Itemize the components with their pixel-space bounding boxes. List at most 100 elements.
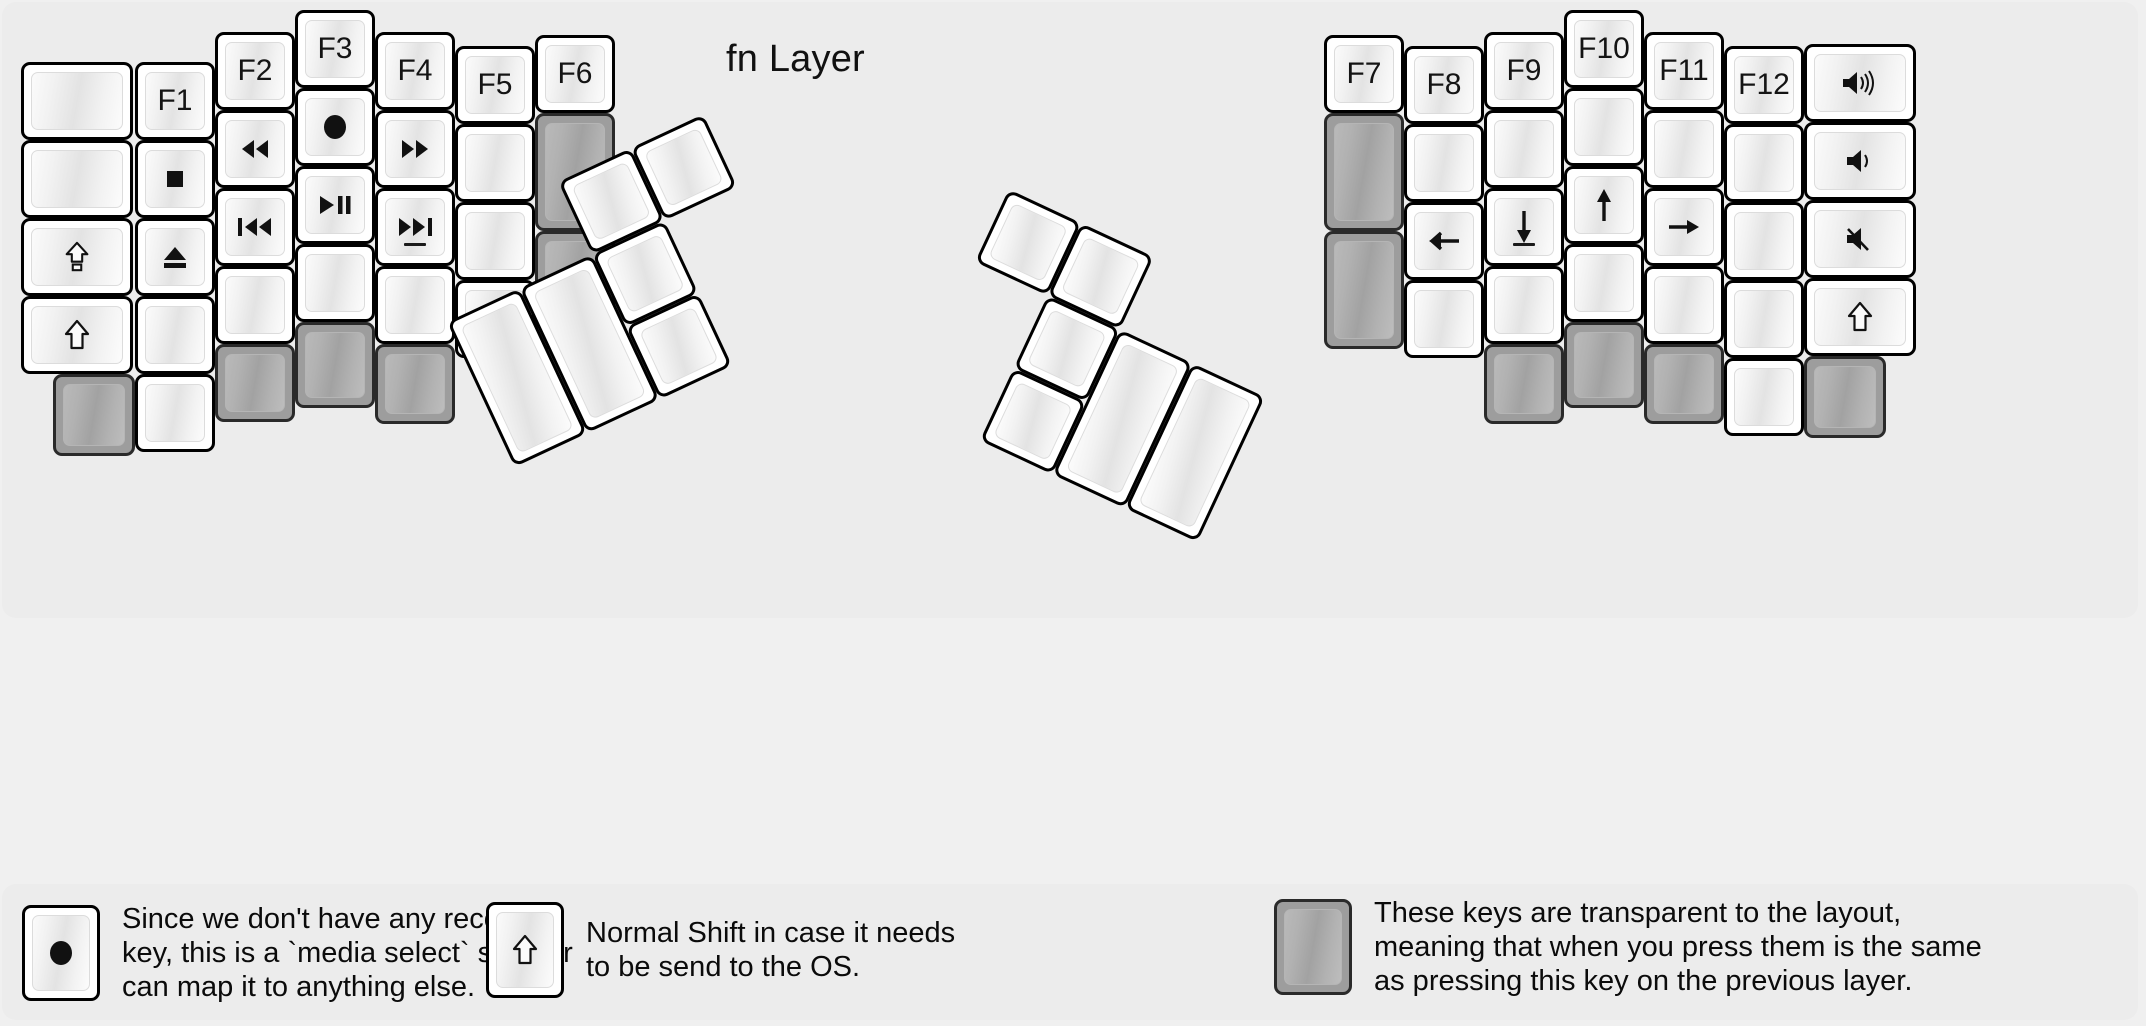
- left-index-inner-r3[interactable]: [455, 202, 535, 280]
- key-label: F5: [477, 68, 513, 101]
- left-media-eject[interactable]: [135, 218, 215, 296]
- volume-up-icon: [1839, 68, 1881, 98]
- left-shift[interactable]: [21, 296, 133, 374]
- shift-icon: [64, 319, 90, 351]
- right-middle-r4[interactable]: [1564, 244, 1644, 322]
- left-media-fast-forward[interactable]: [375, 110, 455, 188]
- left-key-f3[interactable]: F3: [295, 10, 375, 88]
- right-key-f10[interactable]: F10: [1564, 10, 1644, 88]
- right-thumb-cluster: [834, 189, 1265, 660]
- left-media-record[interactable]: [295, 88, 375, 166]
- left-pinky-r4[interactable]: [135, 296, 215, 374]
- right-ring-r2[interactable]: [1644, 110, 1724, 188]
- right-middle-r2[interactable]: [1564, 88, 1644, 166]
- right-key-f9[interactable]: F9: [1484, 32, 1564, 110]
- key-label: F11: [1659, 54, 1709, 87]
- arrow-up-icon: [1591, 186, 1617, 224]
- page-title: fn Layer: [726, 38, 865, 80]
- left-media-rewind[interactable]: [215, 110, 295, 188]
- legend-text-shift: Normal Shift in case it needs to be send…: [586, 916, 956, 983]
- left-index-r5-transparent[interactable]: [375, 344, 455, 424]
- left-middle-r5-transparent[interactable]: [295, 322, 375, 408]
- left-index-inner-r2[interactable]: [455, 124, 535, 202]
- key-label: F10: [1578, 32, 1630, 65]
- left-media-next-track[interactable]: [375, 188, 455, 266]
- right-pinky-outer-r5-transparent[interactable]: [1804, 356, 1886, 438]
- right-volume-up[interactable]: [1804, 44, 1916, 122]
- right-key-f7[interactable]: F7: [1324, 35, 1404, 113]
- right-index-inner-r4[interactable]: [1404, 280, 1484, 358]
- right-pinky-r2[interactable]: [1724, 124, 1804, 202]
- right-pinky-r5[interactable]: [1724, 358, 1804, 436]
- right-arrow-right[interactable]: [1644, 188, 1724, 266]
- key-label: F12: [1738, 68, 1790, 101]
- left-media-stop[interactable]: [135, 140, 215, 218]
- left-key-f1[interactable]: F1: [135, 62, 215, 140]
- arrow-right-icon: [1665, 214, 1703, 240]
- right-pinky-r3[interactable]: [1724, 202, 1804, 280]
- legend-key-record[interactable]: [22, 905, 100, 1002]
- left-ring-r5-transparent[interactable]: [215, 344, 295, 422]
- rewind-icon: [237, 137, 273, 161]
- shift-icon: [512, 934, 538, 966]
- stop-icon: [162, 166, 188, 192]
- key-label: F8: [1426, 68, 1462, 101]
- key-label: F3: [317, 32, 353, 65]
- play-pause-icon: [316, 193, 354, 217]
- right-pinky-r4[interactable]: [1724, 280, 1804, 358]
- left-key-f4[interactable]: F4: [375, 32, 455, 110]
- right-volume-down[interactable]: [1804, 122, 1916, 200]
- key-label: F1: [157, 84, 193, 117]
- right-index-r2[interactable]: [1484, 110, 1564, 188]
- record-icon: [321, 113, 349, 141]
- right-key-f8[interactable]: F8: [1404, 46, 1484, 124]
- left-key-f2[interactable]: F2: [215, 32, 295, 110]
- left-key-f5[interactable]: F5: [455, 46, 535, 124]
- right-middle-r5-transparent[interactable]: [1564, 322, 1644, 408]
- right-arrow-up[interactable]: [1564, 166, 1644, 244]
- left-key-f6[interactable]: F6: [535, 35, 615, 113]
- right-ring-r5-transparent[interactable]: [1644, 344, 1724, 424]
- prev-track-icon: [235, 215, 275, 239]
- home-row-indicator: [404, 243, 426, 246]
- caps-lock-icon: [64, 241, 90, 273]
- legend-key-transparent[interactable]: [1274, 899, 1352, 996]
- legend-item-shift: Normal Shift in case it needs to be send…: [486, 902, 955, 998]
- next-track-icon: [395, 215, 435, 239]
- legend-text-transparent: These keys are transparent to the layout…: [1374, 897, 1982, 998]
- right-key-f12[interactable]: F12: [1724, 46, 1804, 124]
- left-media-play-pause[interactable]: [295, 166, 375, 244]
- right-key-f11[interactable]: F11: [1644, 32, 1724, 110]
- shift-icon: [1847, 301, 1873, 333]
- right-shift[interactable]: [1804, 278, 1916, 356]
- left-media-prev-track[interactable]: [215, 188, 295, 266]
- left-pinky-r5[interactable]: [135, 374, 215, 452]
- left-pinky-outer-r5-transparent[interactable]: [53, 374, 135, 456]
- right-arrow-left[interactable]: [1404, 202, 1484, 280]
- legend-item-transparent: These keys are transparent to the layout…: [1274, 896, 1982, 999]
- key-label: F2: [237, 54, 273, 87]
- record-icon: [47, 939, 75, 967]
- left-caps-lock[interactable]: [21, 218, 133, 296]
- right-arrow-down[interactable]: [1484, 188, 1564, 266]
- keyboard-panel: fn Layer: [2, 2, 2138, 618]
- right-ring-r4[interactable]: [1644, 266, 1724, 344]
- left-ring-r4[interactable]: [215, 266, 295, 344]
- left-middle-r4[interactable]: [295, 244, 375, 322]
- volume-down-icon: [1843, 146, 1877, 176]
- fast-forward-icon: [397, 137, 433, 161]
- right-index-r4[interactable]: [1484, 266, 1564, 344]
- legend-key-shift[interactable]: [486, 902, 564, 998]
- right-volume-mute[interactable]: [1804, 200, 1916, 278]
- right-inner-extra-r3-transparent[interactable]: [1324, 231, 1404, 349]
- left-pinky-outer-r2[interactable]: [21, 140, 133, 218]
- left-pinky-outer-r1[interactable]: [21, 62, 133, 140]
- arrow-left-icon: [1425, 228, 1463, 254]
- right-index-inner-r2[interactable]: [1404, 124, 1484, 202]
- key-label: F6: [557, 57, 593, 90]
- right-inner-extra-r2-transparent[interactable]: [1324, 113, 1404, 231]
- left-index-r4[interactable]: [375, 266, 455, 344]
- key-label: F4: [397, 54, 433, 87]
- home-row-indicator: [1513, 243, 1535, 246]
- right-index-r5-transparent[interactable]: [1484, 344, 1564, 424]
